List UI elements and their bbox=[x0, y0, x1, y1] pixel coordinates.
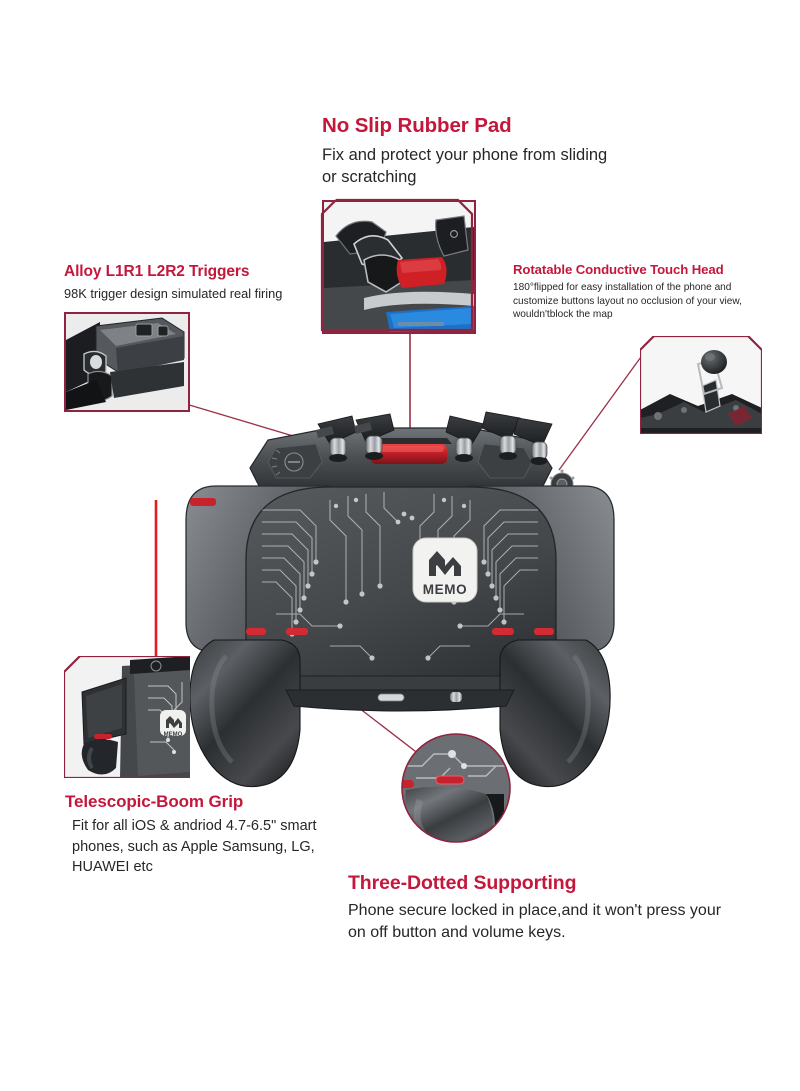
callout-body-three-dotted: Phone secure locked in place,and it won'… bbox=[348, 902, 722, 942]
photo-touch-head-closeup bbox=[638, 334, 764, 436]
trigger-left-group bbox=[316, 413, 395, 462]
controller-body bbox=[185, 485, 615, 703]
callout-title-telescopic-grip: Telescopic-Boom Grip bbox=[65, 792, 244, 811]
trigger-L2 bbox=[354, 413, 395, 460]
callout-body-alloy-triggers: 98K trigger design simulated real firing bbox=[64, 286, 283, 301]
photo-trigger-closeup bbox=[64, 312, 190, 412]
support-accent-upper-left bbox=[190, 498, 216, 506]
photo-grip-closeup: MEMO bbox=[62, 654, 190, 780]
usb-c-port-icon bbox=[377, 693, 405, 702]
photo-rubber-pad-closeup bbox=[322, 200, 476, 334]
trigger-right-group bbox=[445, 411, 553, 465]
support-accents bbox=[190, 498, 554, 635]
callout-title-alloy-triggers: Alloy L1R1 L2R2 Triggers bbox=[64, 263, 250, 280]
photo-three-dot-closeup bbox=[400, 732, 512, 844]
grip-right bbox=[499, 639, 611, 788]
bottom-edge bbox=[285, 689, 515, 712]
memo-m-icon bbox=[429, 551, 461, 576]
callout-title-rubber-pad: No Slip Rubber Pad bbox=[322, 114, 512, 137]
support-dot-right-inner bbox=[492, 628, 514, 635]
support-dot-right-outer bbox=[534, 628, 554, 635]
leader-touch-head bbox=[558, 349, 647, 471]
grip-left bbox=[189, 639, 301, 788]
support-dot-left-outer bbox=[246, 628, 266, 635]
svg-text:MEMO: MEMO bbox=[423, 582, 467, 597]
svg-text:MEMO: MEMO bbox=[164, 732, 183, 738]
bottom-knob bbox=[450, 692, 462, 702]
callout-title-touch-head: Rotatable Conductive Touch Head bbox=[513, 262, 724, 277]
callout-title-three-dotted: Three-Dotted Supporting bbox=[348, 872, 577, 894]
trigger-R2 bbox=[481, 411, 521, 460]
callout-body-rubber-pad: Fix and protect your phone from sliding … bbox=[322, 146, 608, 186]
memo-logo-badge: MEMO bbox=[412, 537, 478, 603]
trigger-R1 bbox=[445, 415, 485, 462]
red-rubber-pad bbox=[366, 438, 452, 464]
circuit-pattern bbox=[262, 492, 538, 661]
support-dot-left-inner bbox=[286, 628, 308, 635]
trigger-R3 bbox=[513, 417, 553, 465]
callout-body-touch-head: 180°flipped for easy installation of the… bbox=[513, 282, 742, 321]
callout-body-telescopic-grip: Fit for all iOS & andriod 4.7-6.5" smart… bbox=[72, 818, 317, 876]
trigger-L1 bbox=[316, 415, 357, 462]
